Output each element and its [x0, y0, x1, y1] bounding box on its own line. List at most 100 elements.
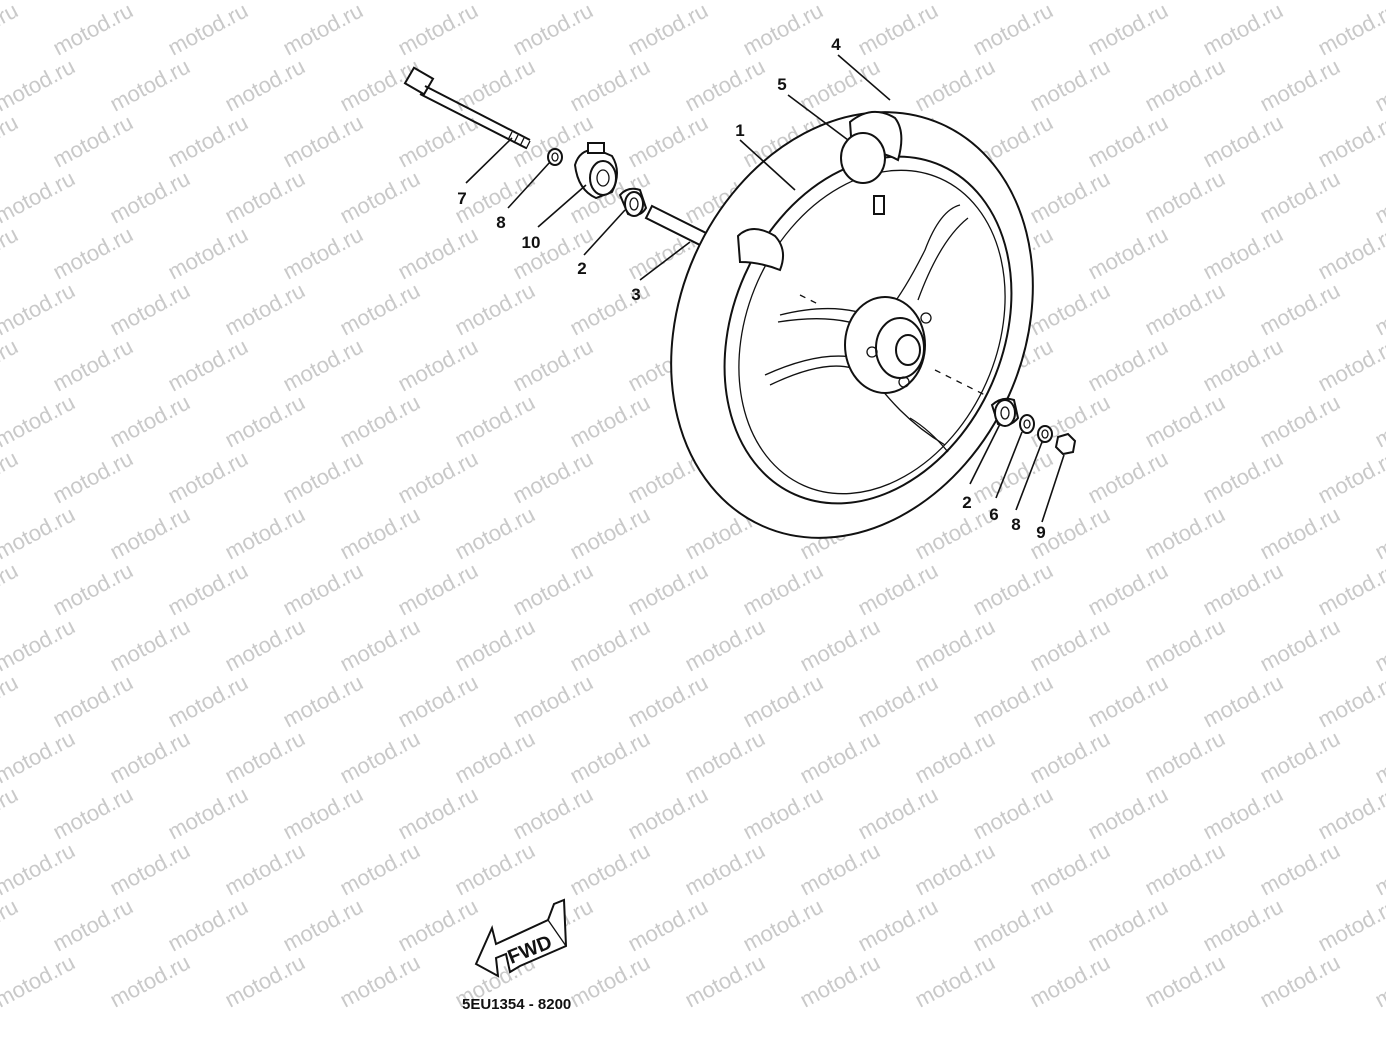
- watermark-text: motod.ru: [1141, 278, 1229, 341]
- axle-nut: [1054, 432, 1077, 456]
- watermark-text: motod.ru: [566, 614, 654, 677]
- watermark-text: motod.ru: [911, 838, 999, 901]
- watermark-text: motod.ru: [0, 334, 22, 397]
- watermark-text: motod.ru: [164, 894, 252, 957]
- watermark-text: motod.ru: [566, 54, 654, 117]
- watermark-text: motod.ru: [1256, 278, 1344, 341]
- callout-2-left: 2: [577, 259, 586, 278]
- watermark-text: motod.ru: [1026, 614, 1114, 677]
- watermark-text: motod.ru: [681, 614, 769, 677]
- watermark-text: motod.ru: [911, 950, 999, 1013]
- watermark-text: motod.ru: [624, 782, 712, 845]
- watermark-text: motod.ru: [1256, 614, 1344, 677]
- watermark-text: motod.ru: [1141, 614, 1229, 677]
- watermark-text: motod.ru: [221, 390, 309, 453]
- watermark-text: motod.ru: [106, 502, 194, 565]
- watermark-text: motod.ru: [336, 166, 424, 229]
- watermark-text: motod.ru: [1084, 558, 1172, 621]
- watermark-text: motod.ru: [0, 54, 79, 117]
- watermark-text: motod.ru: [336, 502, 424, 565]
- watermark-text: motod.ru: [336, 838, 424, 901]
- watermark-text: motod.ru: [336, 614, 424, 677]
- watermark-text: motod.ru: [911, 614, 999, 677]
- watermark-text: motod.ru: [854, 782, 942, 845]
- callout-7: 7: [457, 189, 466, 208]
- washer-left: [547, 148, 563, 166]
- watermark-text: motod.ru: [221, 278, 309, 341]
- watermark-text: motod.ru: [624, 0, 712, 60]
- watermark-text: motod.ru: [0, 446, 22, 509]
- watermark-text: motod.ru: [106, 54, 194, 117]
- watermark-text: motod.ru: [509, 446, 597, 509]
- watermark-text: motod.ru: [164, 670, 252, 733]
- watermark-text: motod.ru: [49, 446, 137, 509]
- axle-bolt: [403, 66, 531, 150]
- watermark-text: motod.ru: [106, 726, 194, 789]
- watermark-text: motod.ru: [221, 54, 309, 117]
- watermark-text: motod.ru: [0, 502, 79, 565]
- washer-right: [1037, 425, 1053, 443]
- watermark-text: motod.ru: [0, 558, 22, 621]
- watermark-text: motod.ru: [739, 670, 827, 733]
- callout-8-left: 8: [496, 213, 505, 232]
- watermark-text: motod.ru: [681, 54, 769, 117]
- watermark-text: motod.ru: [1199, 558, 1287, 621]
- watermark-text: motod.ru: [566, 726, 654, 789]
- watermark-text: motod.ru: [0, 278, 79, 341]
- watermark-text: motod.ru: [0, 614, 79, 677]
- watermark-text: motod.ru: [279, 222, 367, 285]
- watermark-text: motod.ru: [509, 782, 597, 845]
- watermark-text: motod.ru: [739, 0, 827, 60]
- watermark-text: motod.ru: [566, 838, 654, 901]
- watermark-text: motod.ru: [1141, 726, 1229, 789]
- watermark-text: motod.ru: [49, 558, 137, 621]
- watermark-text: motod.ru: [1199, 110, 1287, 173]
- watermark-text: motod.ru: [509, 0, 597, 60]
- callout-2-right: 2: [962, 493, 971, 512]
- watermark-text: motod.ru: [969, 0, 1057, 60]
- watermark-text: motod.ru: [739, 558, 827, 621]
- watermark-text: motod.ru: [1026, 54, 1114, 117]
- watermark-text: motod.ru: [0, 222, 22, 285]
- watermark-text: motod.ru: [796, 838, 884, 901]
- watermark-text: motod.ru: [164, 110, 252, 173]
- watermark-text: motod.ru: [566, 390, 654, 453]
- callout-8-right: 8: [1011, 515, 1020, 534]
- watermark-text: motod.ru: [451, 390, 539, 453]
- watermark-text: motod.ru: [1314, 782, 1386, 845]
- watermark-text: motod.ru: [1141, 950, 1229, 1013]
- watermark-text: motod.ru: [49, 894, 137, 957]
- watermark-text: motod.ru: [854, 670, 942, 733]
- watermark-text: motod.ru: [1141, 166, 1229, 229]
- watermark-text: motod.ru: [1314, 446, 1386, 509]
- watermark-text: motod.ru: [1314, 558, 1386, 621]
- watermark-text: motod.ru: [1026, 950, 1114, 1013]
- watermark-text: motod.ru: [279, 782, 367, 845]
- watermark-text: motod.ru: [1314, 670, 1386, 733]
- diagram-code: 5EU1354 - 8200: [462, 996, 571, 1013]
- watermark-text: motod.ru: [1314, 334, 1386, 397]
- watermark-text: motod.ru: [451, 278, 539, 341]
- watermark-text: motod.ru: [1314, 894, 1386, 957]
- watermark-text: motod.ru: [279, 446, 367, 509]
- watermark-text: motod.ru: [1371, 614, 1386, 677]
- watermark-text: motod.ru: [106, 278, 194, 341]
- watermark-text: motod.ru: [854, 894, 942, 957]
- watermark-text: motod.ru: [0, 838, 79, 901]
- watermark-text: motod.ru: [1084, 782, 1172, 845]
- watermark-text: motod.ru: [164, 222, 252, 285]
- watermark-text: motod.ru: [221, 614, 309, 677]
- watermark-text: motod.ru: [624, 670, 712, 733]
- watermark-text: motod.ru: [1256, 950, 1344, 1013]
- watermark-text: motod.ru: [566, 278, 654, 341]
- watermark-text: motod.ru: [394, 894, 482, 957]
- watermark-text: motod.ru: [106, 614, 194, 677]
- watermark-text: motod.ru: [221, 838, 309, 901]
- watermark-text: motod.ru: [221, 166, 309, 229]
- watermark-text: motod.ru: [624, 894, 712, 957]
- callout-6: 6: [989, 505, 998, 524]
- watermark-text: motod.ru: [624, 558, 712, 621]
- watermark-text: motod.ru: [0, 110, 22, 173]
